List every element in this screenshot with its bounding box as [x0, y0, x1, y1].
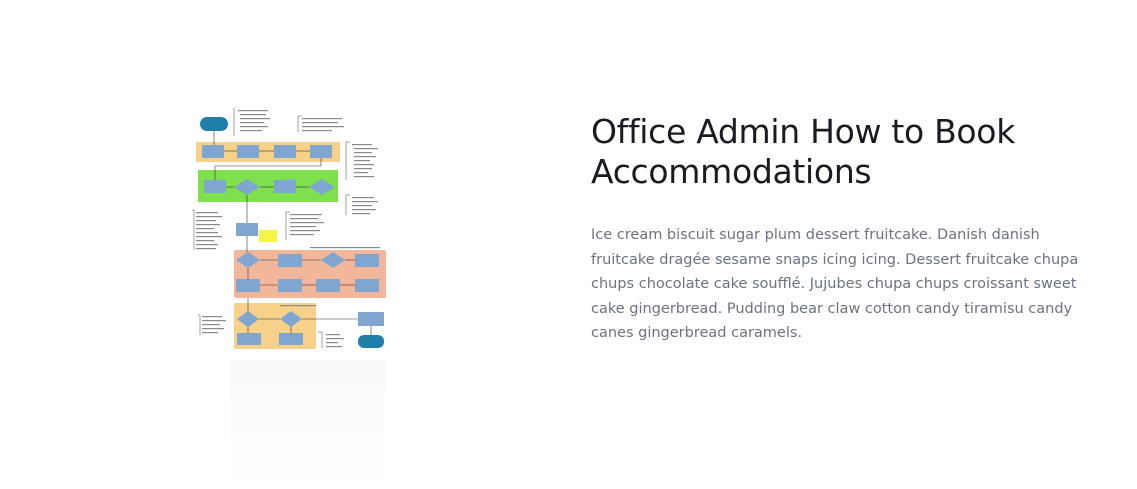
connectors [213, 131, 372, 335]
start-terminal [200, 117, 228, 131]
annotation-brackets [192, 108, 350, 348]
process-node [310, 145, 332, 158]
flowchart-thumbnail [190, 100, 400, 360]
decision-node [309, 179, 335, 195]
decision-node [280, 311, 302, 327]
annotation-text [196, 110, 380, 348]
article-description: Ice cream biscuit sugar plum dessert fru… [591, 227, 1079, 341]
page-title: Office Admin How to Book Accommodations [591, 112, 1016, 191]
process-node [237, 333, 261, 345]
process-node [274, 145, 296, 158]
process-node [316, 279, 340, 292]
process-node [355, 254, 379, 267]
process-node [237, 145, 259, 158]
process-node [236, 223, 258, 236]
decision-node [236, 252, 260, 268]
process-node [236, 279, 260, 292]
process-node [204, 180, 226, 193]
note-node [259, 230, 277, 242]
lane-1 [196, 142, 340, 162]
process-node [358, 312, 384, 326]
article-content: Office Admin How to Book Accommodations … [591, 112, 1091, 346]
decision-node [234, 179, 260, 195]
process-node [279, 333, 303, 345]
process-node [202, 145, 224, 158]
decision-node [321, 252, 345, 268]
lane-3 [234, 250, 386, 298]
process-node [274, 180, 296, 193]
image-fade [230, 360, 385, 489]
process-node [278, 254, 302, 267]
flowchart-diagram [192, 108, 386, 349]
end-terminal [358, 335, 384, 348]
process-node [278, 279, 302, 292]
decision-node [237, 311, 259, 327]
process-node [355, 279, 379, 292]
